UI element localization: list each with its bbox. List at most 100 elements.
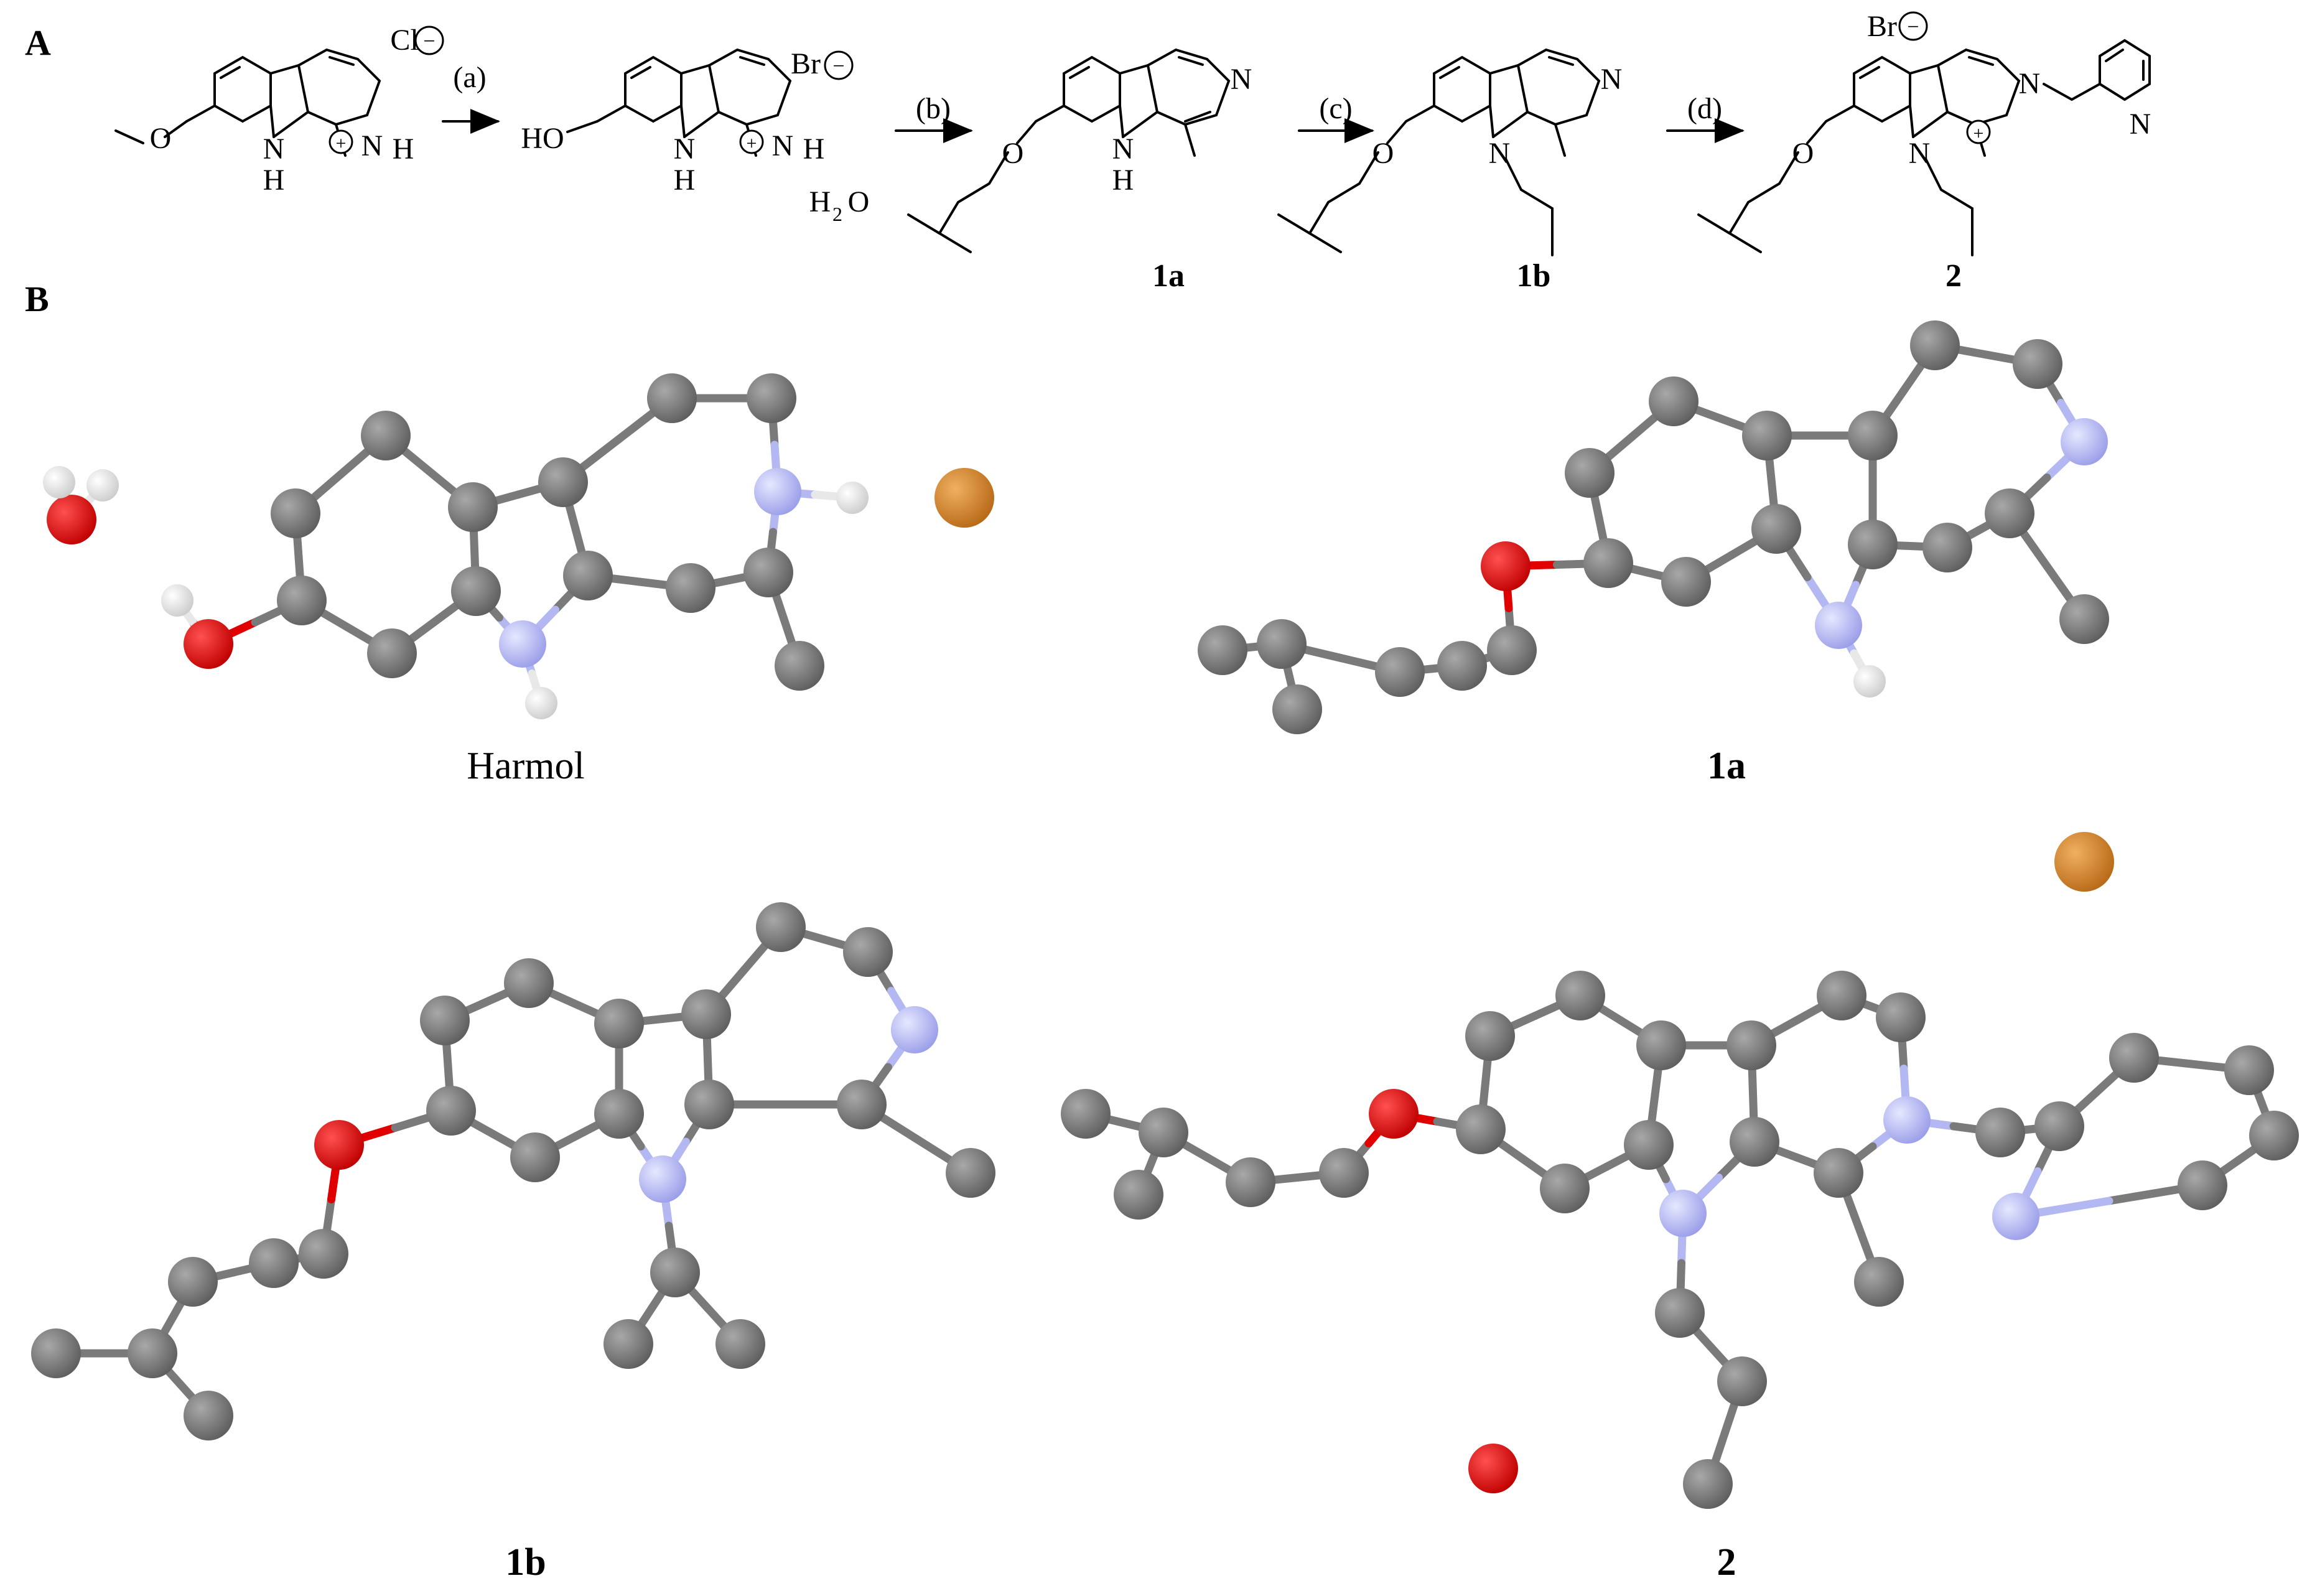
hydrogen-atom (161, 584, 193, 617)
scheme-harmol-hbr (566, 48, 792, 157)
atom-br: Br (1867, 10, 1897, 43)
compound-label-2: 2 (1946, 258, 1962, 292)
carbon-atom (1730, 1117, 1779, 1167)
atom-n-plus: N (361, 129, 383, 162)
carbon-atom (1375, 647, 1425, 697)
carbon-atom (1717, 1356, 1767, 1406)
oxygen-atom (314, 1120, 364, 1170)
panel-label-a: A (25, 22, 51, 63)
carbon-atom (594, 999, 644, 1048)
oxygen-atom (1369, 1089, 1419, 1139)
carbon-atom (666, 563, 715, 613)
carbon-atom (504, 958, 554, 1008)
carbon-atom (1726, 1020, 1776, 1070)
carbon-atom (837, 1080, 887, 1129)
carbon-atom (1437, 641, 1487, 691)
compound-label-1b: 1b (1517, 258, 1551, 292)
carbon-atom (1814, 1148, 1863, 1198)
atom-n: N (1489, 137, 1511, 170)
condition-a: (a) (453, 61, 486, 94)
carbon-atom (1540, 1164, 1590, 1213)
carbon-atom (1565, 448, 1615, 498)
carbon-atom (1456, 1104, 1506, 1154)
condition-c: (c) (1319, 92, 1352, 125)
nitrogen-atom (754, 468, 801, 515)
carbon-atom (647, 373, 697, 423)
nitrogen-atom (1883, 1096, 1931, 1144)
caption-harmol: Harmol (467, 745, 585, 787)
hydrogen-atom (43, 466, 75, 498)
atom-n-plus: N (2019, 67, 2041, 100)
scheme-compound-1a (907, 48, 1231, 253)
bromine-atom (2054, 832, 2114, 892)
carbon-atom (31, 1328, 81, 1378)
molecule-1b (31, 902, 995, 1440)
carbon-atom (538, 457, 588, 507)
atom-o: O (1372, 137, 1394, 170)
atom-nh: N (263, 133, 285, 166)
atom-nh: N (674, 133, 696, 166)
nitrogen-atom (891, 1006, 938, 1053)
carbon-atom (1876, 992, 1926, 1042)
carbon-atom (1985, 488, 2034, 538)
compound-label-1a: 1a (1152, 258, 1185, 292)
condition-b: (b) (916, 92, 951, 125)
water-o: O (848, 185, 870, 218)
molecule-1a (1198, 320, 2114, 892)
atom-h: H (1112, 164, 1134, 197)
carbon-atom (1198, 625, 1247, 675)
carbon-atom (681, 989, 731, 1039)
carbon-atom (1751, 504, 1801, 554)
carbon-atom (184, 1391, 233, 1440)
carbon-atom (2013, 339, 2062, 389)
carbon-atom (1649, 376, 1699, 426)
carbon-atom (946, 1148, 995, 1198)
carbon-atom (420, 996, 470, 1045)
atom-n: N (1909, 137, 1931, 170)
atom-methoxy-o: O (150, 122, 172, 155)
scheme-compound-1b (1277, 48, 1601, 256)
carbon-atom (2224, 1045, 2274, 1095)
oxygen-atom (1481, 541, 1531, 591)
carbon-atom (2178, 1160, 2227, 1210)
carbon-atom (594, 1089, 644, 1139)
carbon-atom (168, 1257, 218, 1307)
carbon-atom (1910, 320, 1960, 370)
hydrogen-atom (525, 687, 557, 719)
bromine-atom (934, 468, 994, 528)
oxygen-atom (1468, 1444, 1518, 1493)
carbon-atom (1465, 1011, 1515, 1061)
atom-o: O (1002, 137, 1024, 170)
atom-h: H (674, 164, 696, 197)
carbon-atom (1555, 971, 1605, 1020)
charge-plus: + (336, 133, 347, 154)
carbon-atom (1139, 1108, 1188, 1157)
hydrogen-atom (86, 469, 119, 502)
molecule-2 (1061, 971, 2299, 1509)
charge-minus: − (832, 55, 844, 78)
atom-cl: Cl (390, 24, 418, 57)
atom-o: O (1792, 137, 1814, 170)
atom-h: H (263, 164, 285, 197)
carbon-atom (1922, 523, 1972, 572)
charge-plus: + (747, 133, 757, 154)
carbon-atom (1226, 1157, 1275, 1207)
carbon-atom (2059, 594, 2109, 644)
carbon-atom (1583, 538, 1633, 588)
nitrogen-atom (499, 620, 546, 668)
atom-h: H (803, 133, 825, 166)
carbon-atom (361, 411, 411, 460)
charge-minus: − (423, 30, 435, 53)
molecule-harmol (43, 373, 994, 719)
carbon-atom (451, 566, 501, 616)
reaction-scheme: O N H N H Cl + − (a) HO N H N H Br + − H… (114, 10, 2151, 292)
nitrogen-atom (1659, 1190, 1707, 1237)
carbon-atom (563, 551, 613, 600)
carbon-atom (1636, 1020, 1686, 1070)
carbon-atom (1624, 1120, 1674, 1170)
carbon-atom (2034, 1101, 2084, 1151)
carbon-atom (1061, 1089, 1111, 1139)
carbon-atom (249, 1238, 299, 1288)
atom-h: H (393, 133, 414, 166)
